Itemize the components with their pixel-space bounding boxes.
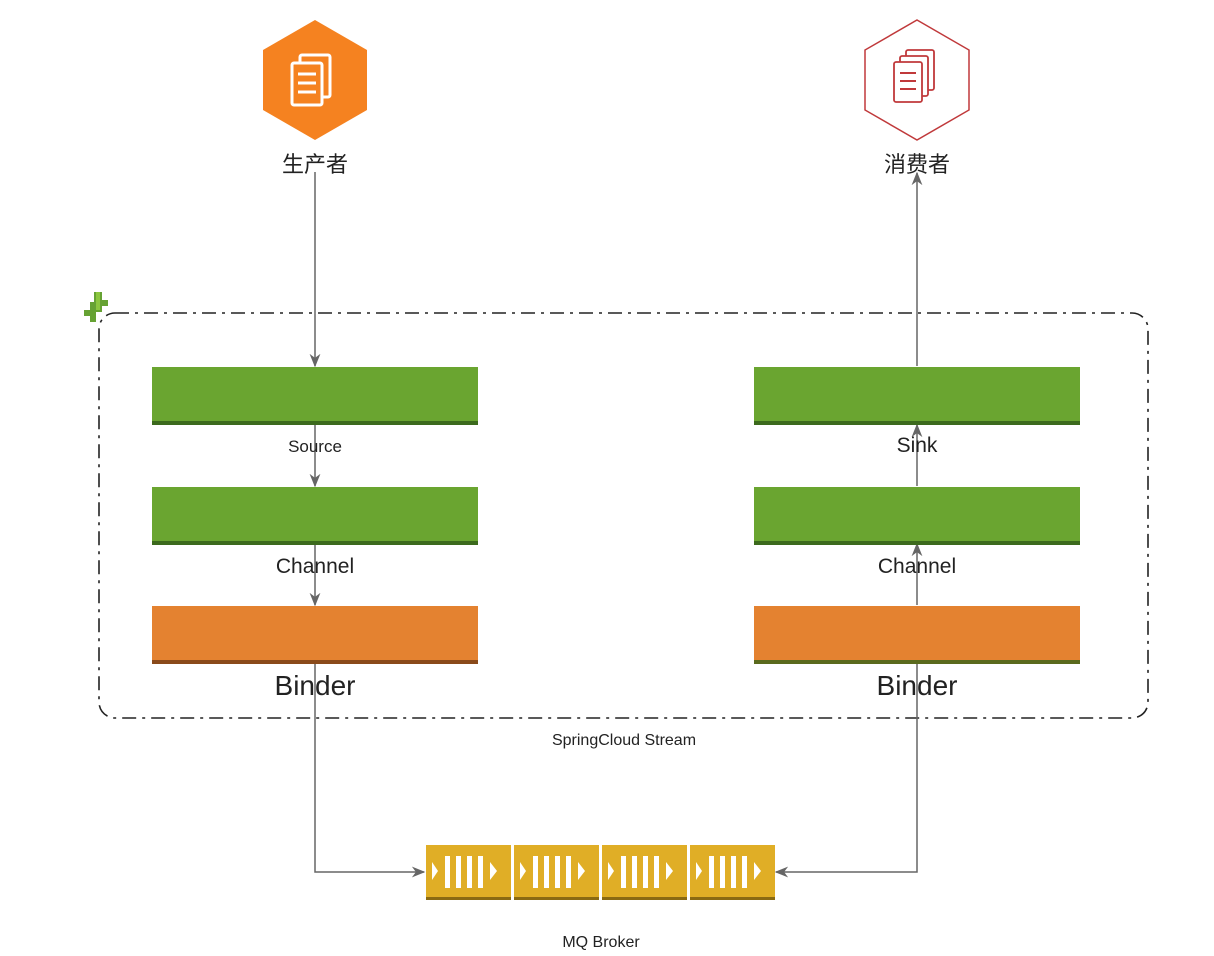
left-source-box <box>152 367 478 425</box>
left-binder-box <box>152 606 478 664</box>
left-channel-box <box>152 487 478 545</box>
consumer-icon <box>864 19 970 141</box>
producer-label: 生产者 <box>281 152 349 177</box>
message-queue-icon <box>426 845 775 900</box>
producer-icon <box>263 20 367 140</box>
left-binder-label: Binder <box>274 670 356 701</box>
broker-to-binder-line <box>774 662 918 878</box>
stream-container-border <box>98 312 1149 719</box>
right-binder-label: Binder <box>876 670 958 701</box>
spring-cloud-icon <box>84 292 108 322</box>
right-binder-box <box>754 606 1080 664</box>
right-sink-box <box>754 367 1080 425</box>
sink-label: Sink <box>896 434 938 457</box>
binder-to-broker-line <box>314 662 426 878</box>
broker-label: MQ Broker <box>562 934 640 951</box>
left-channel-label: Channel <box>275 555 355 578</box>
right-channel-box <box>754 487 1080 545</box>
stream-container-label: SpringCloud Stream <box>551 732 697 749</box>
right-channel-label: Channel <box>877 555 957 578</box>
source-label: Source <box>288 437 342 456</box>
consumer-label: 消费者 <box>883 152 951 177</box>
